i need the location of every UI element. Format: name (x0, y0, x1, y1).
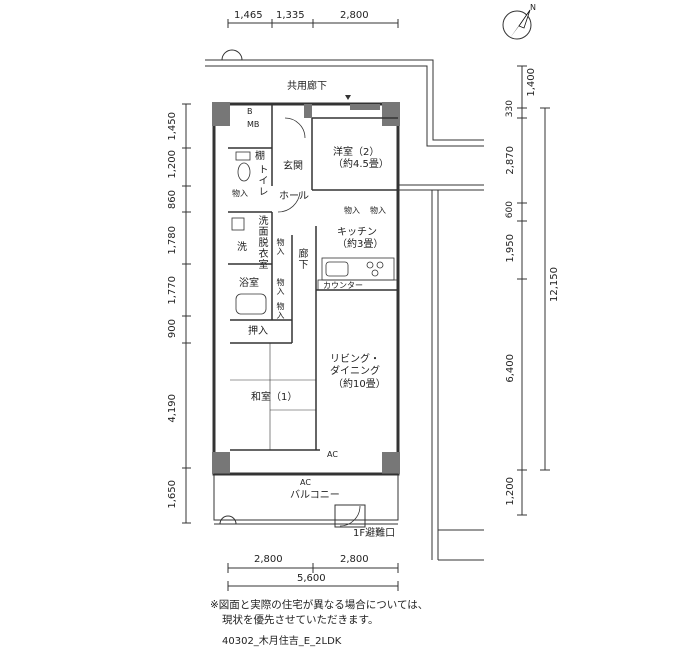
left-dim-8: 1,650 (167, 480, 178, 509)
top-dim-2: 1,335 (276, 10, 305, 21)
entrance-marker (345, 95, 351, 100)
bottom-dim-total: 5,600 (297, 573, 326, 584)
left-dim-2: 1,200 (167, 150, 178, 179)
hallway-label: 廊下 (296, 248, 307, 270)
western-room-size: （約4.5畳） (333, 159, 389, 170)
disclaimer-line-1: ※図面と実際の住宅が異なる場合については、 (210, 599, 429, 611)
living-size: （約10畳） (333, 379, 386, 390)
oshiire-label: 押入 (248, 326, 268, 337)
right-dim-7: 1,200 (505, 477, 516, 506)
disclaimer-line-2: 現状を優先させていただきます。 (222, 614, 379, 626)
storage-label-hall-2: 物入 (276, 278, 285, 296)
washitsu-label: 和室（1） (251, 392, 298, 403)
compass-north-label: N (530, 3, 536, 12)
evacuation-hatch-label: 1F避難口 (353, 528, 396, 539)
right-dim-total: 12,150 (549, 267, 560, 302)
washer-label: 洗 (237, 242, 247, 253)
balcony-label: バルコニー (290, 490, 340, 501)
storage-label-2: 物入 (370, 206, 386, 215)
hall-label: ホール (279, 191, 309, 202)
genkan-label: 玄関 (283, 161, 303, 172)
storage-label-hall-3: 物入 (276, 302, 285, 320)
living-label-1: リビング・ (330, 354, 380, 365)
plan-code: 40302_木月住吉_E_2LDK (222, 636, 342, 647)
left-dim-3: 860 (167, 190, 178, 210)
left-dim-6: 900 (167, 319, 178, 339)
top-dim-1: 1,465 (234, 10, 263, 21)
top-dim-3: 2,800 (340, 10, 369, 21)
left-dim-5: 1,770 (167, 276, 178, 305)
bath-label: 浴室 (239, 278, 259, 289)
western-room-label: 洋室（2） (333, 147, 380, 158)
left-dim-7: 4,190 (167, 394, 178, 423)
right-dimension-lines (517, 65, 550, 516)
bottom-dimension-lines (227, 563, 399, 591)
door-swings (277, 117, 361, 527)
storage-label-toilet: 物入 (232, 189, 248, 198)
left-dim-4: 1,780 (167, 226, 178, 255)
right-dim-5: 1,950 (505, 234, 516, 263)
right-dim-2: 330 (505, 100, 515, 118)
mb-label: MB (247, 120, 260, 129)
balcony-outline (213, 473, 399, 528)
storage-label-hall-1: 物入 (276, 238, 285, 256)
toilet-label: トイレ (256, 164, 267, 197)
storage-label-1: 物入 (344, 206, 360, 215)
bath-fixtures (231, 151, 267, 315)
kitchen-fixtures (317, 257, 399, 291)
kitchen-size: （約3畳） (337, 239, 384, 250)
common-corridor-label: 共用廊下 (287, 81, 327, 92)
counter-label: カウンター (323, 281, 363, 290)
shelf-label: 棚 (255, 151, 265, 162)
building-edge (398, 184, 484, 561)
kitchen-label: キッチン (337, 227, 377, 238)
bottom-dim-1: 2,800 (254, 554, 283, 565)
interior-walls (228, 104, 398, 451)
b-label: B (247, 107, 253, 116)
right-dim-3: 2,870 (505, 146, 516, 175)
wall-columns (212, 102, 400, 474)
compass-icon (502, 9, 532, 40)
top-dimension-line (227, 19, 399, 28)
ac-label-inside: AC (327, 450, 338, 459)
right-dim-1: 1,400 (526, 68, 537, 97)
living-label-2: ダイニング (330, 366, 380, 377)
right-dim-4: 600 (505, 201, 515, 219)
left-dim-1: 1,450 (167, 112, 178, 141)
right-dim-6: 6,400 (505, 354, 516, 383)
ac-label-balcony: AC (300, 478, 311, 487)
common-corridor-outline (205, 49, 484, 147)
left-dimension-line (182, 103, 191, 524)
tatami-lines (230, 343, 316, 450)
washroom-label: 洗面脱衣室 (256, 215, 267, 270)
bottom-dim-2: 2,800 (340, 554, 369, 565)
